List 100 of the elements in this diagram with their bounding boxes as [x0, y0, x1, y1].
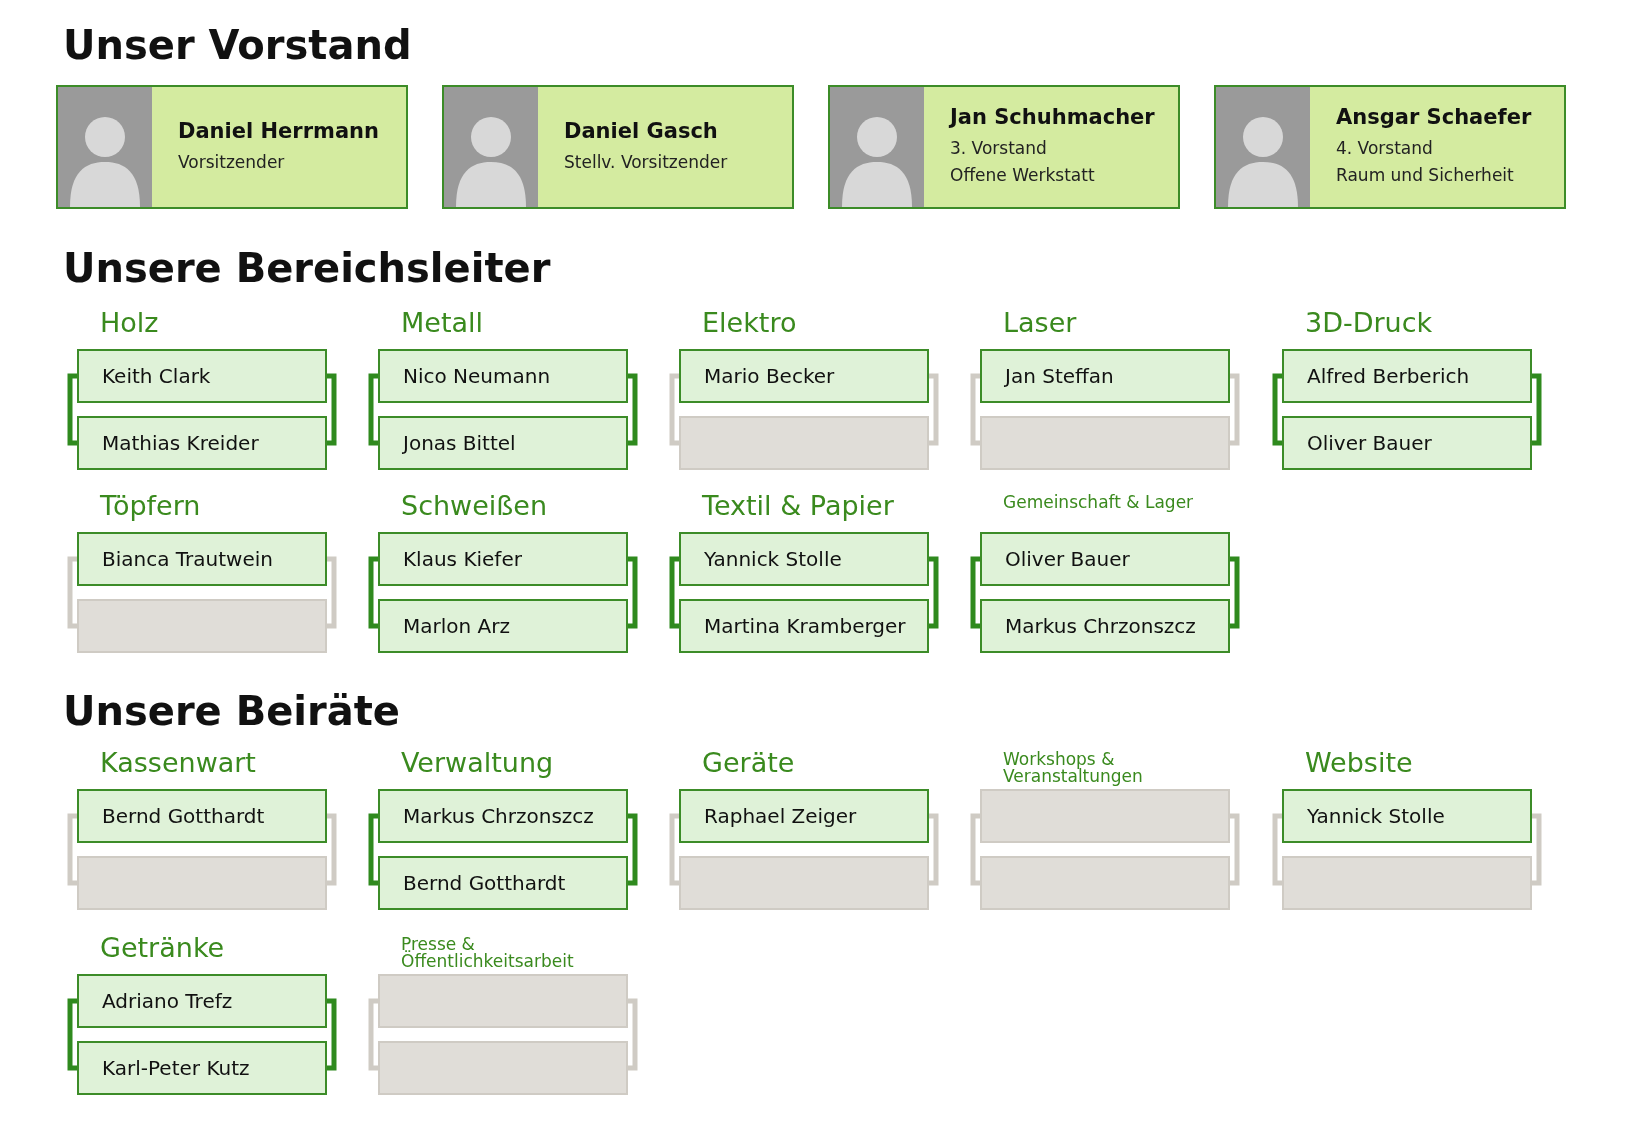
name-box [980, 349, 1230, 403]
group-heading: Laser [1003, 307, 1077, 338]
bracket-connector [628, 373, 638, 446]
name-box [1282, 416, 1532, 470]
person-name: Jan Steffan [1005, 364, 1114, 388]
empty-box [679, 416, 929, 470]
name-box [77, 1041, 327, 1095]
photo-placeholder [444, 87, 538, 207]
bracket-connector [368, 373, 378, 446]
bracket-connector [67, 556, 77, 629]
person-name: Mathias Kreider [102, 431, 259, 455]
empty-box [1282, 856, 1532, 910]
role-text: Stellv. Vorsitzender [564, 150, 729, 174]
bracket-connector [929, 373, 939, 446]
bracket-connector [929, 556, 939, 629]
bracket-connector [67, 813, 77, 886]
name-box [378, 416, 628, 470]
name-box [77, 416, 327, 470]
bracket-connector [628, 998, 638, 1071]
empty-box [378, 974, 628, 1028]
photo-placeholder [1216, 87, 1310, 207]
bracket-connector [67, 373, 77, 446]
empty-box [77, 856, 327, 910]
section-heading: Unsere Bereichsleiter [63, 245, 551, 291]
role-text: Vorsitzender [178, 150, 286, 174]
profile-card [828, 85, 1180, 209]
name-box [378, 349, 628, 403]
person-name: Jan Schuhmacher [950, 105, 1156, 129]
role-text: Raum und Sicherheit [1336, 164, 1515, 187]
group-heading: Metall [401, 307, 484, 338]
group-heading: Getränke [100, 932, 225, 963]
group-heading: Gemeinschaft & Lager [1003, 494, 1195, 511]
bracket-connector [327, 373, 337, 446]
bracket-connector [327, 556, 337, 629]
person-name: Bianca Trautwein [102, 547, 273, 571]
empty-box [679, 856, 929, 910]
bracket-connector [1230, 556, 1240, 629]
person-name: Yannick Stolle [704, 547, 842, 571]
name-box [980, 532, 1230, 586]
profile-card [442, 85, 794, 209]
group-heading: Website [1305, 747, 1413, 778]
bracket-connector [1272, 373, 1282, 446]
person-name: Jonas Bittel [403, 431, 516, 455]
empty-box [980, 856, 1230, 910]
name-box [77, 349, 327, 403]
section-heading: Unsere Beiräte [63, 688, 400, 734]
bracket-connector [669, 813, 679, 886]
person-name: Daniel Gasch [564, 118, 719, 143]
person-name: Karl-Peter Kutz [102, 1056, 250, 1080]
person-name: Nico Neumann [403, 364, 551, 388]
bracket-connector [970, 556, 980, 629]
empty-box [980, 789, 1230, 843]
name-box [77, 974, 327, 1028]
group-heading: Töpfern [100, 490, 201, 521]
photo-placeholder [830, 87, 924, 207]
person-name: Ansgar Schaefer [1336, 105, 1533, 129]
bracket-connector [1532, 813, 1542, 886]
profile-card [1214, 85, 1566, 209]
bracket-connector [970, 373, 980, 446]
empty-box [378, 1041, 628, 1095]
photo-placeholder [58, 87, 152, 207]
name-box [679, 599, 929, 653]
role-text: 4. Vorstand [1336, 137, 1434, 160]
person-name: Adriano Trefz [102, 989, 233, 1013]
empty-box [980, 416, 1230, 470]
group-heading: Holz [100, 307, 159, 338]
person-name: Raphael Zeiger [704, 804, 857, 828]
name-box [679, 789, 929, 843]
bracket-connector [368, 998, 378, 1071]
person-name: Bernd Gotthardt [403, 871, 566, 895]
name-box [1282, 349, 1532, 403]
person-name: Marlon Arz [403, 614, 510, 638]
person-name: Daniel Herrmann [178, 118, 380, 143]
name-box [378, 789, 628, 843]
bracket-connector [970, 813, 980, 886]
person-name: Markus Chrzonszcz [1005, 614, 1196, 638]
name-box [980, 599, 1230, 653]
name-box [77, 789, 327, 843]
bracket-connector [67, 998, 77, 1071]
group-heading: 3D-Druck [1305, 307, 1433, 338]
name-box [378, 856, 628, 910]
name-box [679, 532, 929, 586]
group-heading: Presse & Öffentlichkeitsarbeit [401, 936, 575, 970]
person-name: Oliver Bauer [1005, 547, 1130, 571]
empty-box [77, 599, 327, 653]
role-text: Offene Werkstatt [950, 164, 1096, 187]
group-heading: Kassenwart [100, 747, 256, 778]
bracket-connector [669, 373, 679, 446]
profile-card [56, 85, 408, 209]
bracket-connector [1230, 373, 1240, 446]
person-name: Klaus Kiefer [403, 547, 522, 571]
name-box [77, 532, 327, 586]
bracket-connector [1230, 813, 1240, 886]
person-name: Yannick Stolle [1307, 804, 1445, 828]
group-heading: Workshops & Veranstaltungen [1003, 751, 1144, 785]
group-heading: Schweißen [401, 490, 548, 521]
bracket-connector [929, 813, 939, 886]
name-box [378, 532, 628, 586]
person-name: Martina Kramberger [704, 614, 906, 638]
bracket-connector [669, 556, 679, 629]
